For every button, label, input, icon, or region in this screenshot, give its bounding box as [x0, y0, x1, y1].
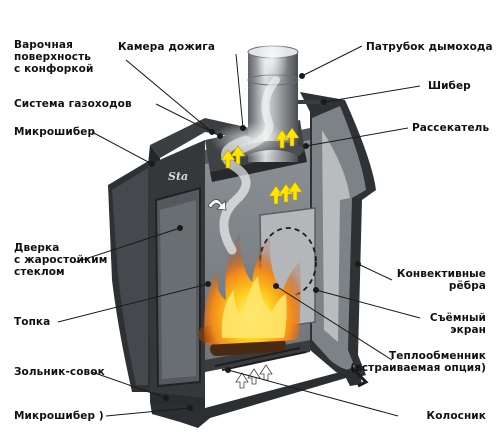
label-flue-pipe: Патрубок дымохода	[366, 41, 493, 53]
damper-handle	[298, 100, 320, 104]
label-convective-fins: Конвективные рёбра	[396, 268, 486, 292]
smoke	[210, 28, 290, 255]
label-micro-damper-bottom: Микрошибер )	[14, 410, 104, 422]
label-gas-ducts: Система газоходов	[14, 98, 132, 110]
airflow-arrows	[220, 127, 303, 205]
brand-logo: Sta	[168, 170, 188, 183]
label-heat-exchanger: Теплообменник (встраиваемая опция)	[350, 350, 486, 374]
label-firebox: Топка	[14, 316, 51, 328]
label-removable-screen: Съёмный экран	[429, 312, 486, 336]
label-grate: Колосник	[426, 410, 486, 422]
label-deflector: Рассекатель	[412, 122, 490, 134]
label-door: Дверка с жаростойким стеклом	[14, 242, 108, 278]
label-afterburn-chamber: Камера дожига	[118, 41, 215, 53]
label-micro-damper-top: Микрошибер	[14, 126, 96, 138]
stove-base	[150, 366, 362, 428]
fire	[203, 232, 301, 345]
label-ash-pan: Зольник-совок	[14, 366, 105, 378]
label-hob: Варочная поверхность с конфоркой	[14, 39, 94, 75]
leader-lines	[57, 45, 421, 417]
label-damper: Шибер	[428, 80, 471, 92]
